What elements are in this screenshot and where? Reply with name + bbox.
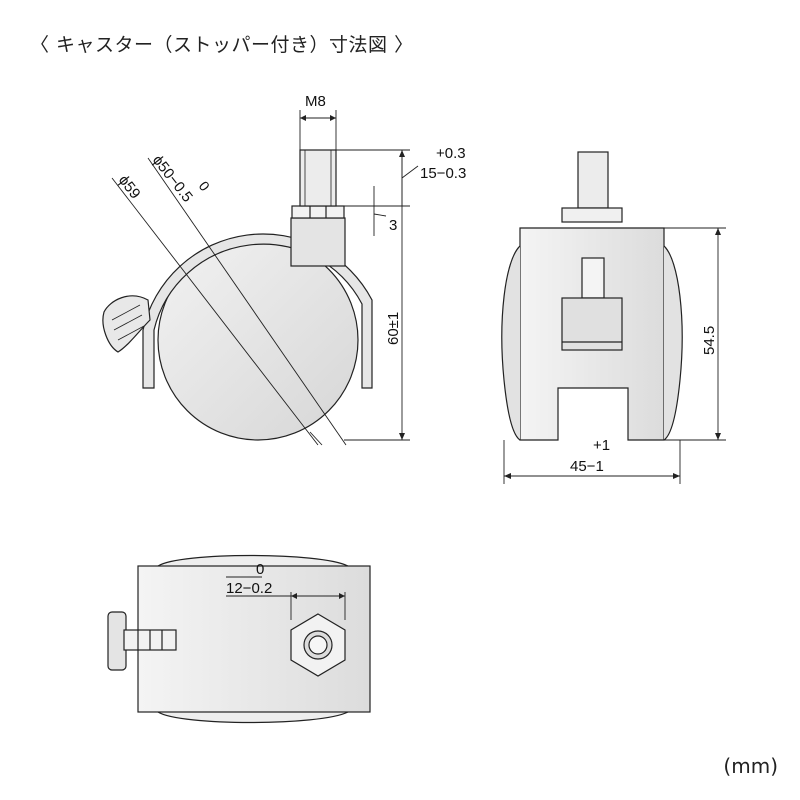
dim-wheel-dia-50-upper: 0 [196, 178, 214, 194]
dim-nut-height: 3 [389, 217, 397, 234]
dim-body-height: 54.5 [701, 326, 718, 355]
brake-knob-top [107, 611, 127, 671]
dim-total-height: 60±1 [385, 312, 402, 345]
stem-housing [290, 217, 346, 267]
dim-offset-upper: 0 [256, 561, 264, 578]
side-view [102, 110, 419, 446]
dim-wheel-dia-50: ϕ50−0.5 [149, 152, 196, 206]
dim-thread-label: M8 [305, 93, 326, 110]
dim-stem-upper: +0.3 [436, 145, 466, 162]
unit-label: (mm) [723, 754, 778, 778]
dim-offset: 12−0.2 [226, 580, 272, 597]
lock-plate [561, 297, 623, 351]
nut-side [291, 205, 345, 219]
threaded-stem-front [577, 151, 609, 209]
dim-stem-length: 15−0.3 [420, 165, 466, 182]
lock-tab [581, 257, 605, 299]
threaded-stem-side [299, 149, 337, 207]
top-view [107, 554, 371, 724]
fork-arc [142, 233, 373, 389]
page-title: 〈 キャスター（ストッパー付き）寸法図 〉 [30, 34, 414, 56]
brake-lever [102, 295, 151, 353]
nut-front [561, 207, 623, 223]
dim-width-upper: +1 [593, 437, 610, 454]
front-view [501, 151, 726, 484]
dim-width: 45−1 [570, 458, 604, 475]
dim-wheel-dia-59: ϕ59 [115, 172, 144, 202]
